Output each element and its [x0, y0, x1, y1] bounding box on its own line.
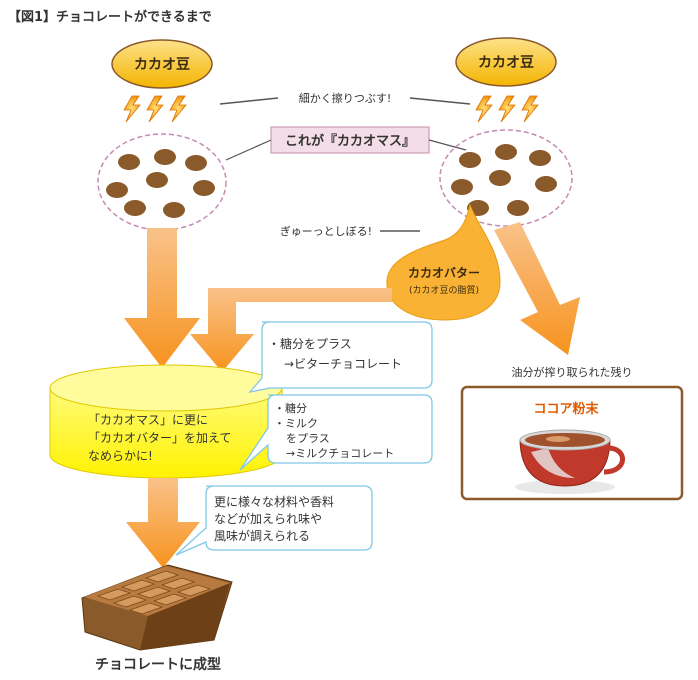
- cylinder-text-1: 「カカオマス」に更に: [88, 413, 208, 427]
- cocoa-powder-label: ココア粉末: [533, 401, 599, 417]
- bean-pieces-right: [451, 144, 557, 216]
- cylinder-text-2: 「カカオバター」を加えて: [88, 431, 231, 445]
- page-title: 【図1】チョコレートができるまで: [8, 9, 212, 25]
- speech-bubble-2: [239, 394, 433, 471]
- bubble2-line3: をプラス: [286, 432, 330, 445]
- grind-connector-right: [409, 97, 471, 105]
- butter-title: カカオバター: [408, 266, 480, 280]
- mass-connector-left: [225, 139, 272, 161]
- final-label: チョコレートに成型: [95, 656, 221, 673]
- speech-bubble-1: [248, 321, 433, 394]
- mass-connector-right: [428, 139, 467, 151]
- squeeze-label: ぎゅーっとしぼる!: [280, 224, 372, 238]
- arrow-mass-to-cylinder: [124, 228, 200, 368]
- mass-label: これが『カカオマス』: [285, 133, 415, 149]
- bubble3-line2: などが加えられ味や: [214, 511, 322, 526]
- bubble1-line2: →ビターチョコレート: [284, 357, 402, 371]
- residue-label: 油分が搾り取られた残り: [512, 365, 633, 379]
- chocolate-bar-icon: [81, 564, 233, 651]
- arrow-butter-to-cylinder: [190, 288, 392, 372]
- cylinder-text-3: なめらかに!: [88, 449, 153, 463]
- bubble2-line2: ・ミルク: [274, 417, 318, 430]
- bubble2-line4: →ミルクチョコレート: [286, 447, 394, 460]
- bubble3-line1: 更に様々な材料や香料: [214, 495, 334, 509]
- bubble1-line1: ・糖分をプラス: [268, 336, 352, 351]
- grind-connector-left: [219, 97, 279, 105]
- butter-droplet: [386, 203, 501, 321]
- lightning-icon-right: [475, 95, 539, 123]
- bean-label-left: カカオ豆: [134, 57, 190, 73]
- grind-label: 細かく擦りつぶす!: [299, 91, 392, 105]
- bean-label-right: カカオ豆: [478, 55, 534, 71]
- bean-oval-right: [455, 37, 557, 87]
- cocoa-cup-icon: [515, 429, 625, 494]
- mixing-cylinder: [49, 364, 283, 479]
- mass-label-box: [270, 126, 430, 154]
- bean-oval-left: [111, 39, 213, 89]
- bubble2-line1: ・糖分: [274, 401, 307, 415]
- arrow-cylinder-to-chocolate: [126, 478, 200, 568]
- lightning-icon-left: [123, 95, 187, 123]
- cacao-mass-right: [439, 129, 573, 227]
- speech-bubble-3: [175, 485, 373, 556]
- butter-sub: (カカオ豆の脂質): [409, 284, 479, 296]
- bean-pieces-left: [106, 149, 215, 218]
- arrow-mass-to-cocoa: [494, 222, 580, 355]
- bubble3-line3: 風味が調えられる: [214, 528, 310, 543]
